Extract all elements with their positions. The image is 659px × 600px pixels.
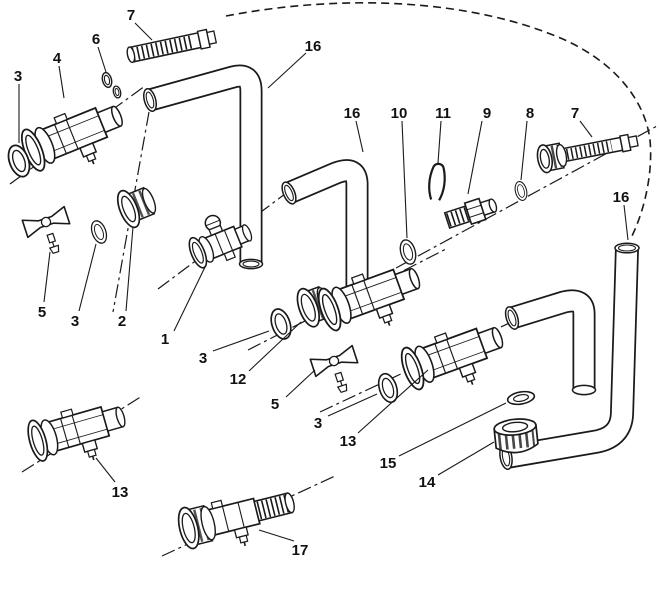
callout-label: 11 <box>435 105 451 122</box>
part-13-valve-second <box>396 314 515 406</box>
leader-line <box>437 441 495 476</box>
pipe-16-middle <box>281 159 369 300</box>
part-8-oring <box>512 179 530 203</box>
leader-line <box>520 120 528 181</box>
part-7-pipe-top <box>126 28 218 64</box>
part-13-valve-center <box>313 255 432 347</box>
callout-label: 17 <box>292 542 309 559</box>
callout-label: 3 <box>14 68 22 85</box>
part-1-valve <box>188 214 253 269</box>
callout-label: 16 <box>305 38 322 55</box>
pipe-16-top <box>142 64 264 270</box>
callout-label: 4 <box>53 50 62 67</box>
leader-line <box>579 120 593 138</box>
callout-label: 2 <box>118 313 126 330</box>
leader-line <box>327 393 378 417</box>
leader-line <box>58 65 65 99</box>
callout-label: 6 <box>92 31 100 48</box>
callout-label: 7 <box>571 105 579 122</box>
part-7-pipe-right <box>536 133 639 174</box>
boundary-dashed-curve <box>225 2 652 239</box>
leader-line <box>95 457 116 483</box>
leader-line <box>357 369 429 434</box>
leader-lines <box>18 22 629 542</box>
leader-line <box>267 52 307 89</box>
callout-label: 7 <box>127 7 135 24</box>
callout-label: 16 <box>344 105 361 122</box>
callout-label: 3 <box>199 350 207 367</box>
leader-line <box>398 402 507 457</box>
part-15-washer <box>506 390 536 406</box>
leader-line <box>212 330 270 352</box>
callout-label: 5 <box>271 396 279 413</box>
part-4-valve <box>16 93 135 188</box>
callout-label: 10 <box>391 105 408 122</box>
leader-line <box>125 226 134 312</box>
part-3-oring-c <box>266 305 296 343</box>
callout-label: 9 <box>483 105 491 122</box>
part-14-nut <box>493 418 539 454</box>
leader-line <box>78 243 97 312</box>
callout-label: 3 <box>71 313 79 330</box>
leader-line <box>173 264 207 332</box>
part-6-washers <box>101 71 122 99</box>
callout-label: 1 <box>161 331 169 348</box>
pipe-16-right-short <box>504 289 597 396</box>
callout-label: 5 <box>38 304 46 321</box>
callout-label: 8 <box>526 105 534 122</box>
part-5-tee-b <box>309 344 366 400</box>
part-5-tee-a <box>21 205 78 261</box>
leader-line <box>623 204 629 241</box>
part-9-fitting <box>443 197 498 229</box>
callout-label: 13 <box>340 433 357 450</box>
leader-line <box>285 369 316 398</box>
part-10-oring <box>396 237 420 267</box>
leader-line <box>258 529 295 542</box>
part-17-valve <box>177 492 295 550</box>
leader-line <box>467 120 483 195</box>
leader-line <box>248 321 302 372</box>
part-2-gland <box>116 186 157 229</box>
callouts: 7 6 16 3 4 16 10 11 9 8 7 16 5 3 2 1 3 1… <box>14 7 630 559</box>
leader-line <box>97 46 107 73</box>
callout-label: 15 <box>380 455 397 472</box>
callout-label: 14 <box>419 474 436 491</box>
callout-label: 3 <box>314 415 322 432</box>
callout-label: 13 <box>112 484 129 501</box>
part-13-valve-bottom-left <box>23 394 135 477</box>
part-3-oring-b <box>88 218 110 246</box>
part-11-clip <box>428 162 446 201</box>
leader-line <box>43 251 51 303</box>
callout-label: 12 <box>230 371 247 388</box>
leader-line <box>134 22 153 41</box>
callout-label: 16 <box>613 189 630 206</box>
leader-line <box>401 120 408 239</box>
pipe-16-right-long <box>499 242 640 471</box>
leader-line <box>437 120 442 164</box>
leader-line <box>355 120 364 153</box>
